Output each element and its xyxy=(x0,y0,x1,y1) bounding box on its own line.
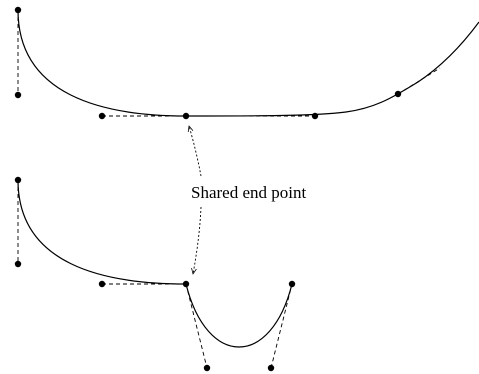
top-control-point-4 xyxy=(394,90,402,98)
shared-end-point-annotation: Shared end point xyxy=(189,126,306,274)
bottom-end-point xyxy=(288,280,296,288)
top-mid-end-point xyxy=(182,112,190,120)
shared-end-point-label: Shared end point xyxy=(191,183,306,202)
single-long-curve-group xyxy=(14,6,479,120)
bottom-start-point xyxy=(14,176,22,184)
top-control-point-3 xyxy=(311,112,319,120)
bottom-curve-segment-2 xyxy=(185,283,293,348)
bottom-control-point-4 xyxy=(267,364,275,372)
top-start-point xyxy=(14,6,22,14)
top-curve xyxy=(17,9,479,117)
bottom-control-point-2 xyxy=(98,280,106,288)
bottom-curve-segment-1 xyxy=(17,179,187,285)
bottom-shared-end-point xyxy=(182,280,190,288)
bottom-control-point-3 xyxy=(203,364,211,372)
top-control-point-1 xyxy=(14,91,22,99)
top-control-point-2 xyxy=(98,112,106,120)
pointer-arrow-lower xyxy=(193,206,202,274)
two-segment-curve-group xyxy=(14,176,296,372)
bottom-control-point-1 xyxy=(14,260,22,268)
pointer-arrow-upper xyxy=(189,126,202,177)
